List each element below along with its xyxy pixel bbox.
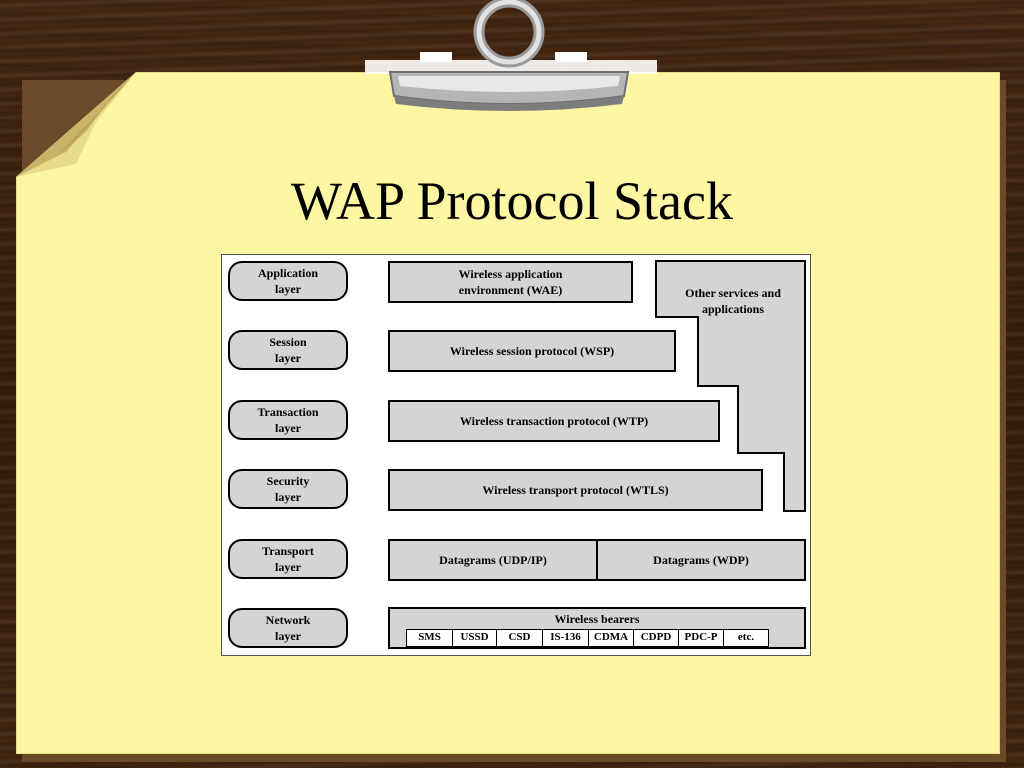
binder-clip-icon <box>365 0 657 111</box>
wdp-box: Datagrams (WDP) <box>596 539 806 581</box>
wap-stack-diagram: Application layer Session layer Transact… <box>221 254 811 656</box>
page-curl-corner <box>16 72 136 177</box>
slide-title: WAP Protocol Stack <box>291 171 733 231</box>
udp-ip-box: Datagrams (UDP/IP) <box>388 539 598 581</box>
wireless-bearers-title: Wireless bearers <box>554 612 640 626</box>
other-services-shape <box>655 260 806 512</box>
layer-application: Application layer <box>228 261 348 301</box>
layer-security: Security layer <box>228 469 348 509</box>
wtp-box: Wireless transaction protocol (WTP) <box>388 400 720 442</box>
bearer-cdma: CDMA <box>589 630 634 646</box>
layer-session: Session layer <box>228 330 348 370</box>
bearers-list: SMS USSD CSD IS-136 CDMA CDPD PDC-P etc. <box>406 629 769 647</box>
layer-network: Network layer <box>228 608 348 648</box>
bearer-is136: IS-136 <box>543 630 589 646</box>
bearer-etc: etc. <box>737 631 755 643</box>
bearer-csd: CSD <box>497 630 543 646</box>
layer-transaction: Transaction layer <box>228 400 348 440</box>
bearer-sms: SMS <box>407 630 453 646</box>
wsp-box: Wireless session protocol (WSP) <box>388 330 676 372</box>
bearer-cdpd: CDPD <box>634 630 679 646</box>
layer-transport: Transport layer <box>228 539 348 579</box>
other-services-label: Other services and applications <box>685 286 781 316</box>
bearer-pdc-p: PDC-P <box>679 630 724 646</box>
wae-box: Wireless application environment (WAE) <box>388 261 633 303</box>
wireless-bearers-box: Wireless bearers SMS USSD CSD IS-136 CDM… <box>388 607 806 649</box>
wtls-box: Wireless transport protocol (WTLS) <box>388 469 763 511</box>
bearer-ussd: USSD <box>453 630 497 646</box>
